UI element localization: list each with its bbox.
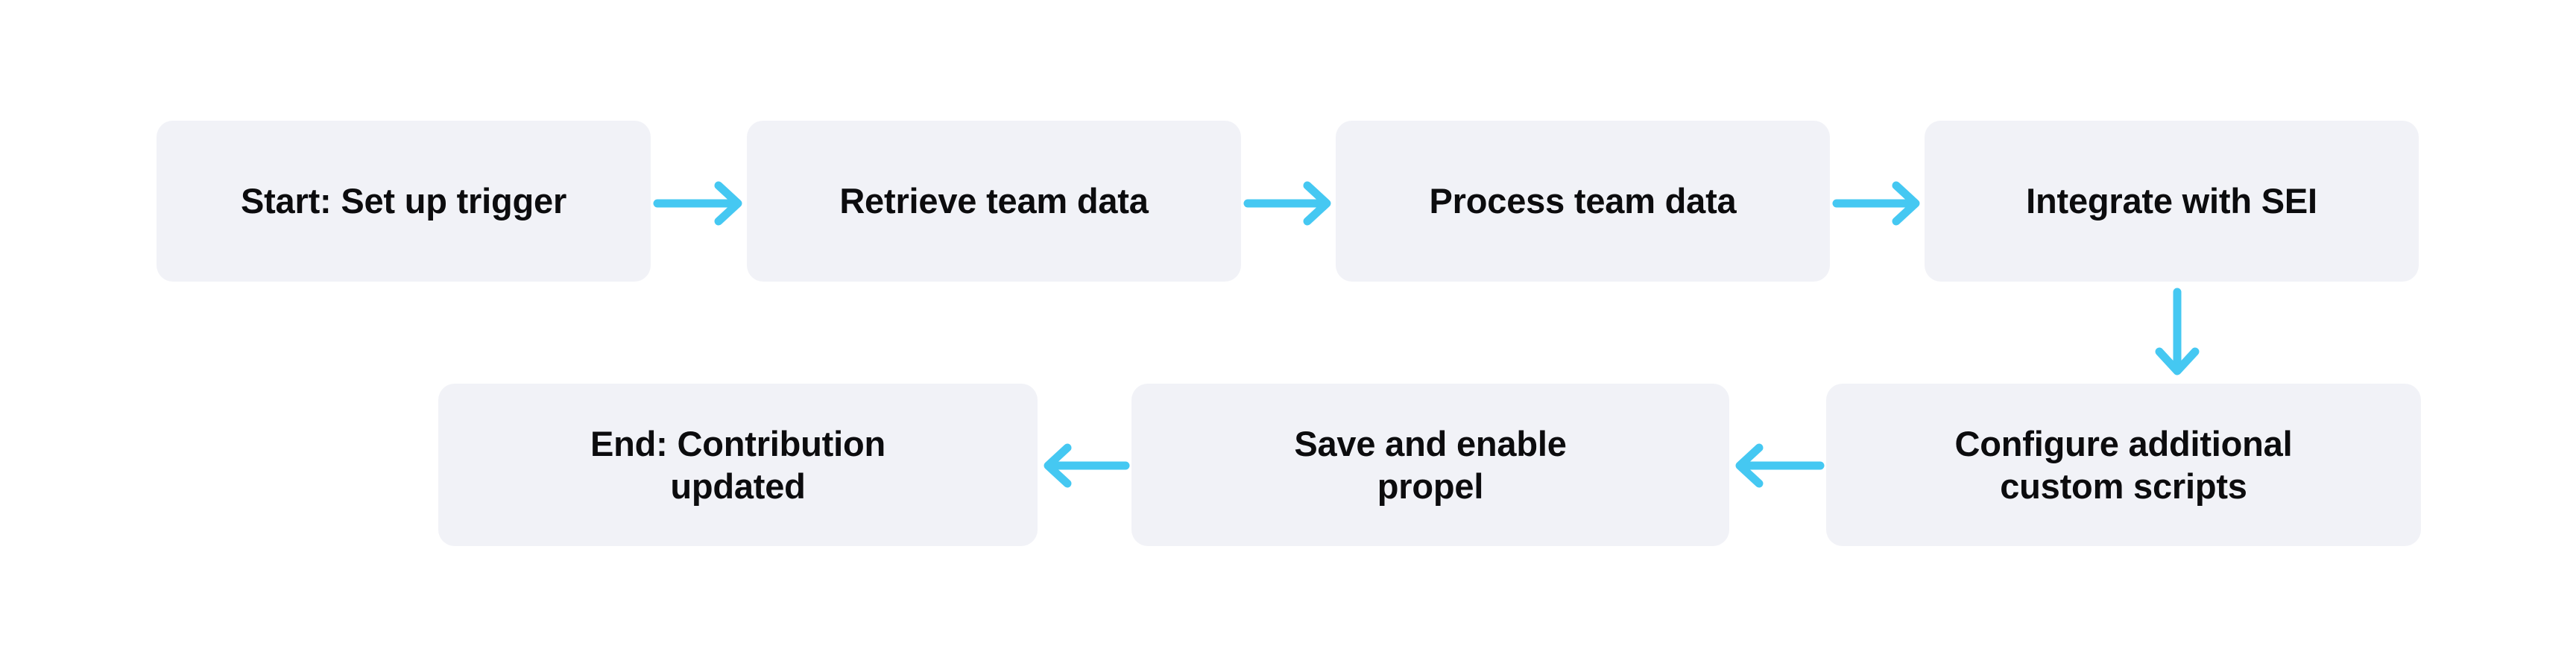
flow-node-end-label: End: Contribution updated [590,423,886,506]
flow-node-integrate-label: Integrate with SEI [2026,181,2317,221]
flow-node-end-contribution-updated[interactable]: End: Contribution updated [438,384,1038,546]
flow-node-save-and-enable-propel[interactable]: Save and enable propel [1131,384,1729,546]
flow-node-start[interactable]: Start: Set up trigger [157,121,651,282]
arrow-down-integrate-to-configure [2155,288,2200,375]
flow-node-process-label: Process team data [1429,181,1737,221]
arrow-right-start-to-retrieve [653,181,742,226]
flow-node-configure-label: Configure additional custom scripts [1954,423,2293,506]
flow-node-save-label: Save and enable propel [1294,423,1567,506]
flow-node-process-team-data[interactable]: Process team data [1336,121,1830,282]
arrow-left-save-to-end [1044,443,1130,488]
arrow-right-retrieve-to-process [1243,181,1331,226]
flow-node-start-label: Start: Set up trigger [240,181,567,221]
flow-node-integrate-with-sei[interactable]: Integrate with SEI [1925,121,2419,282]
flow-node-retrieve-team-data[interactable]: Retrieve team data [747,121,1241,282]
arrow-right-process-to-integrate [1832,181,1920,226]
flow-node-retrieve-label: Retrieve team data [839,181,1149,221]
flow-node-configure-custom-scripts[interactable]: Configure additional custom scripts [1826,384,2421,546]
arrow-left-configure-to-save [1735,443,1825,488]
